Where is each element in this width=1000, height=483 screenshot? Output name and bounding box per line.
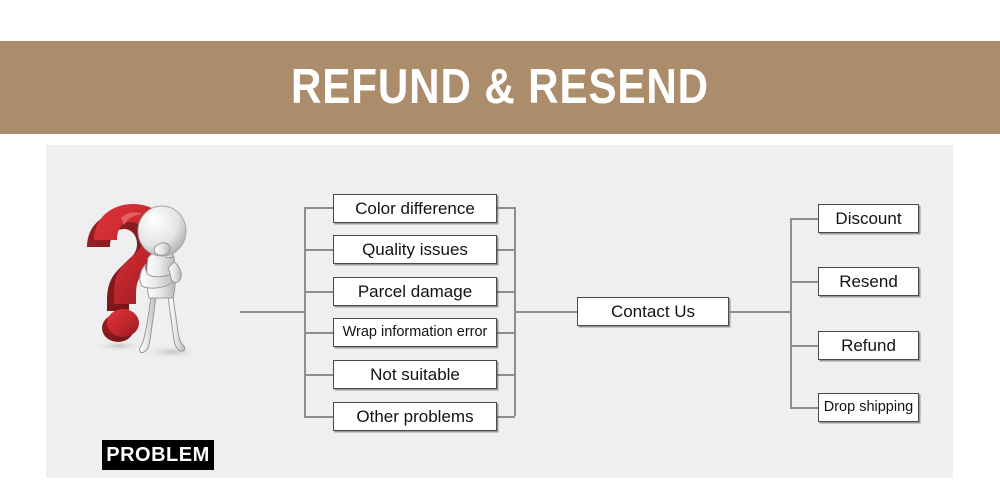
connector-stub-problem-3: [304, 291, 333, 293]
node-problem-quality-issues[interactable]: Quality issues: [333, 235, 497, 264]
connector-stub-merge-2: [496, 249, 515, 251]
connector-merge-to-contact: [514, 311, 577, 313]
page-header-banner: REFUND & RESEND: [0, 41, 1000, 134]
connector-stub-problem-5: [304, 374, 333, 376]
connector-stub-merge-5: [496, 374, 515, 376]
problem-illustration-group: PROBLEM: [64, 200, 254, 480]
node-solution-refund[interactable]: Refund: [818, 331, 919, 360]
node-problem-wrap-information-error[interactable]: Wrap information error: [333, 318, 497, 347]
connector-stub-solution-2: [790, 281, 818, 283]
connector-stub-merge-3: [496, 291, 515, 293]
node-contact-us[interactable]: Contact Us: [577, 297, 729, 326]
node-problem-parcel-damage[interactable]: Parcel damage: [333, 277, 497, 306]
connector-source-to-problems: [240, 311, 304, 313]
node-solution-drop-shipping[interactable]: Drop shipping: [818, 393, 919, 422]
diagram-panel: PROBLEM Color difference Quality issues …: [46, 145, 953, 478]
connector-problem-spine: [304, 207, 306, 416]
connector-stub-solution-3: [790, 345, 818, 347]
connector-stub-solution-4: [790, 407, 818, 409]
connector-stub-problem-6: [304, 416, 333, 418]
connector-solution-spine: [790, 218, 792, 407]
connector-stub-solution-1: [790, 218, 818, 220]
connector-stub-problem-4: [304, 332, 333, 334]
connector-stub-problem-2: [304, 249, 333, 251]
connector-stub-problem-1: [304, 207, 333, 209]
node-problem-not-suitable[interactable]: Not suitable: [333, 360, 497, 389]
question-mark-thinking-person-icon: [87, 204, 202, 359]
node-problem-other-problems[interactable]: Other problems: [333, 402, 497, 431]
connector-stub-merge-4: [496, 332, 515, 334]
connector-stub-merge-1: [496, 207, 515, 209]
node-solution-resend[interactable]: Resend: [818, 267, 919, 296]
connector-contact-to-solutions: [730, 311, 790, 313]
node-problem-color-difference[interactable]: Color difference: [333, 194, 497, 223]
problem-label: PROBLEM: [102, 440, 214, 470]
page-title: REFUND & RESEND: [291, 60, 709, 114]
connector-stub-merge-6: [496, 416, 515, 418]
node-solution-discount[interactable]: Discount: [818, 204, 919, 233]
